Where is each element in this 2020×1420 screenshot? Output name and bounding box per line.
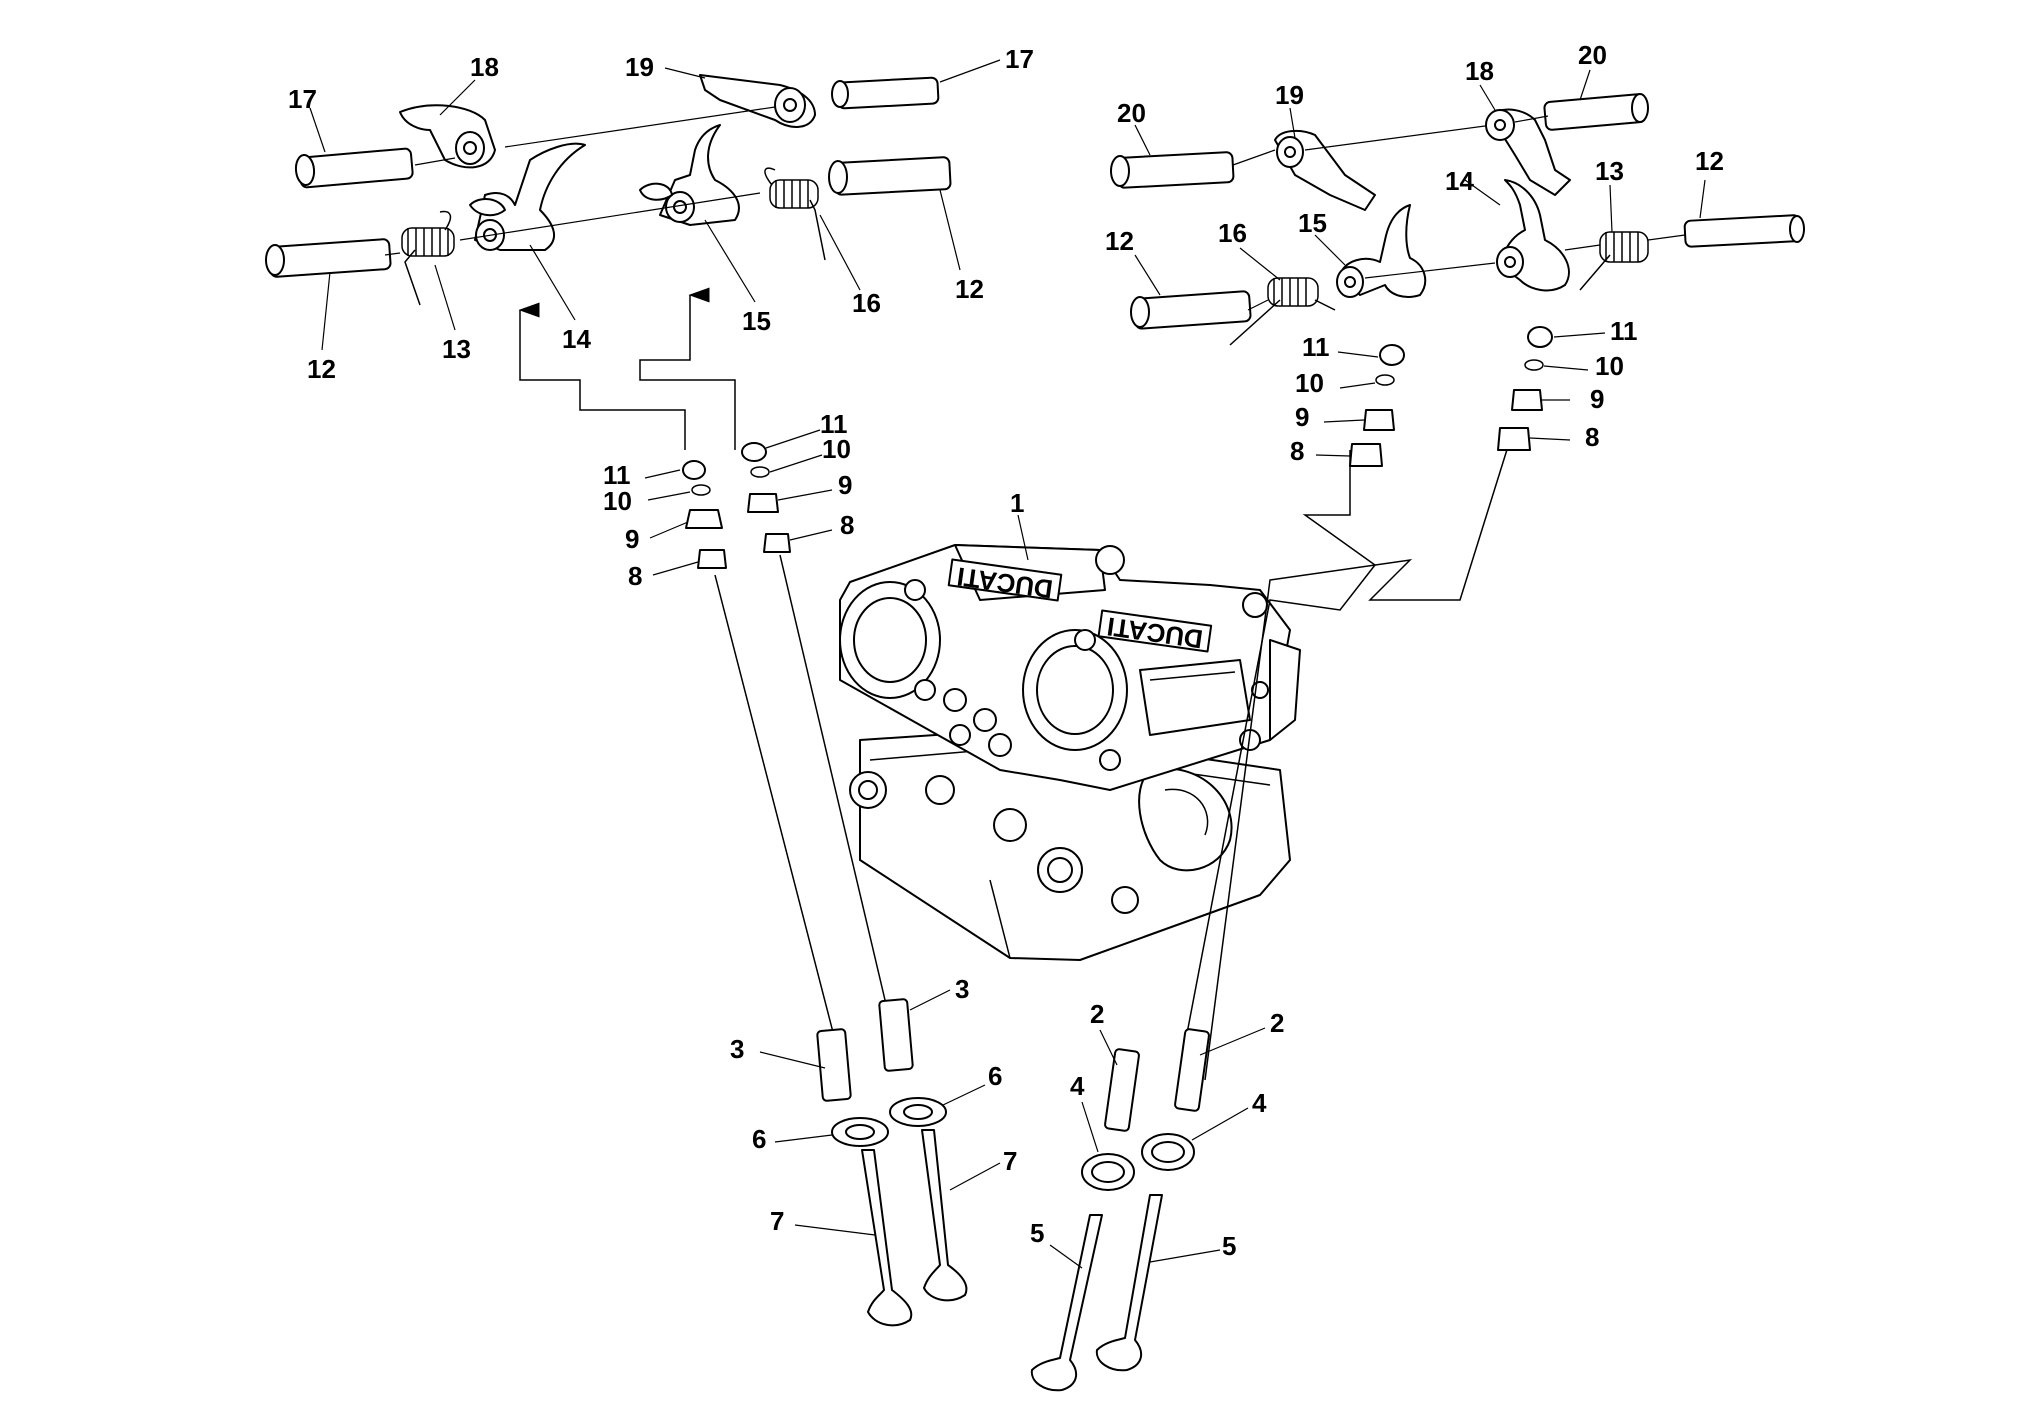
callout-11: 11 bbox=[1302, 332, 1330, 362]
callout-10: 10 bbox=[822, 434, 851, 464]
collet-stack-left-b bbox=[741, 442, 791, 553]
cylinder-head: DUCATI DUCATI bbox=[839, 544, 1301, 961]
callout-8: 8 bbox=[1290, 436, 1304, 466]
callout-2: 2 bbox=[1090, 999, 1104, 1029]
callout-7: 7 bbox=[1003, 1146, 1017, 1176]
callout-7: 7 bbox=[770, 1206, 784, 1236]
collet-stack-left-a bbox=[682, 460, 727, 569]
assembly-path-right bbox=[639, 287, 736, 450]
callout-11: 11 bbox=[1610, 316, 1638, 346]
valve-train-lower-left bbox=[816, 998, 968, 1327]
valve-train-lower-right bbox=[1030, 1028, 1210, 1392]
callout-19: 19 bbox=[625, 52, 654, 82]
assembly-path-right-b bbox=[1204, 439, 1511, 1081]
callout-6: 6 bbox=[988, 1061, 1002, 1091]
right-rocker-assembly bbox=[1110, 93, 1805, 346]
callout-14: 14 bbox=[562, 324, 591, 354]
torsion-spring-16-left bbox=[764, 167, 826, 261]
callout-13: 13 bbox=[442, 334, 471, 364]
callout-16: 16 bbox=[1218, 218, 1247, 248]
callout-5: 5 bbox=[1030, 1218, 1044, 1248]
callout-12: 12 bbox=[955, 274, 984, 304]
callout-10: 10 bbox=[1595, 351, 1624, 381]
callout-9: 9 bbox=[1295, 402, 1309, 432]
callout-15: 15 bbox=[742, 306, 771, 336]
callout-9: 9 bbox=[838, 470, 852, 500]
callout-8: 8 bbox=[628, 561, 642, 591]
callout-11: 11 bbox=[820, 409, 848, 439]
left-rocker-assembly bbox=[265, 74, 952, 306]
leader-lines bbox=[309, 59, 1706, 1269]
callout-17: 17 bbox=[288, 84, 317, 114]
callout-18: 18 bbox=[1465, 56, 1494, 86]
torsion-spring-16-right bbox=[1229, 277, 1336, 346]
torsion-spring-13-left bbox=[401, 210, 455, 306]
torsion-spring-13-right bbox=[1579, 231, 1649, 291]
callout-17: 17 bbox=[1005, 44, 1034, 74]
callout-10: 10 bbox=[1295, 368, 1324, 398]
callout-14: 14 bbox=[1445, 166, 1474, 196]
callout-9: 9 bbox=[1590, 384, 1604, 414]
assembly-path-lines bbox=[518, 287, 1511, 1081]
callout-16: 16 bbox=[852, 288, 881, 318]
callout-10: 10 bbox=[603, 486, 632, 516]
callout-4: 4 bbox=[1252, 1088, 1267, 1118]
callout-4: 4 bbox=[1070, 1071, 1085, 1101]
callout-12: 12 bbox=[1105, 226, 1134, 256]
collet-stack-right-b bbox=[1497, 326, 1553, 451]
callout-15: 15 bbox=[1298, 208, 1327, 238]
callout-20: 20 bbox=[1578, 40, 1607, 70]
callout-12: 12 bbox=[1695, 146, 1724, 176]
callout-3: 3 bbox=[730, 1034, 744, 1064]
callout-11: 11 bbox=[603, 460, 631, 490]
callout-8: 8 bbox=[1585, 422, 1599, 452]
callout-labels: 17 18 19 17 12 13 14 15 16 12 20 19 18 2… bbox=[288, 40, 1724, 1261]
callout-19: 19 bbox=[1275, 80, 1304, 110]
assembly-path-left bbox=[518, 302, 686, 450]
collet-stack-right-a bbox=[1349, 344, 1405, 467]
callout-9: 9 bbox=[625, 524, 639, 554]
valve-axis-left-b bbox=[779, 554, 886, 1001]
callout-5: 5 bbox=[1222, 1231, 1236, 1261]
callout-3: 3 bbox=[955, 974, 969, 1004]
callout-2: 2 bbox=[1270, 1008, 1284, 1038]
callout-18: 18 bbox=[470, 52, 499, 82]
callout-12: 12 bbox=[307, 354, 336, 384]
callout-6: 6 bbox=[752, 1124, 766, 1154]
callout-8: 8 bbox=[840, 510, 854, 540]
valve-axis-left-a bbox=[714, 574, 836, 1041]
callout-13: 13 bbox=[1595, 156, 1624, 186]
callout-20: 20 bbox=[1117, 98, 1146, 128]
callout-1: 1 bbox=[1010, 488, 1024, 518]
